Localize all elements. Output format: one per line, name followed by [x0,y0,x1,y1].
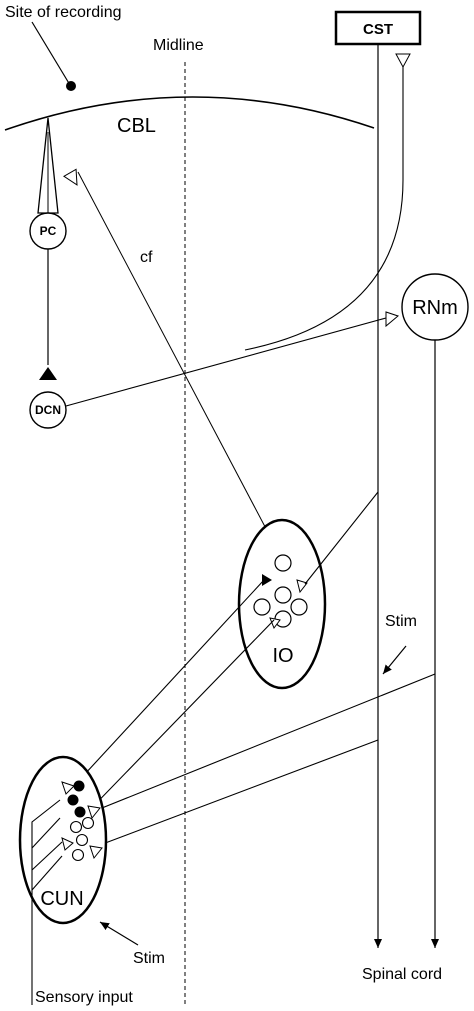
cun-neuron-open [75,833,89,847]
io-neuron [274,554,292,572]
climbing-fibre [77,171,273,541]
cun-rnm-terminal [87,805,101,820]
io-neuron [274,586,292,604]
cun-sensory-terminal [61,781,75,795]
cf-label: cf [140,249,153,266]
cst-terminal-triangle [395,53,411,69]
stim-label-io: Stim [385,613,417,630]
pc-inhibitory-terminal [39,367,57,380]
rnm-to-cun-branch [91,673,436,813]
cun-neuron-open [81,816,95,830]
dcn-label: DCN [35,403,61,417]
spinal-cord-label: Spinal cord [362,966,442,983]
recording-site-dot [66,81,76,91]
pc-label: PC [40,224,57,238]
cun-neuron-open [69,820,83,834]
site-of-recording-label: Site of recording [5,4,122,21]
sensory-input-fibre [31,855,63,891]
cun-sensory-terminal [61,837,74,851]
midline-label: Midline [153,37,204,54]
io-cst-terminal [296,579,308,594]
stim-arrow-cun [99,921,139,946]
rnm-label: RNm [412,297,458,319]
dcn-node [29,391,67,429]
cbl-label: CBL [117,115,156,137]
io-nucleus [237,518,327,690]
cst-label: CST [363,21,393,38]
cun-label: CUN [40,888,83,910]
dcn-to-rnm-fibre [65,317,387,407]
cun-to-io-fibre [79,619,275,821]
stim-arrow-io [382,645,407,675]
cun-cst-terminal [89,845,103,860]
cun-neuron-open [71,848,85,862]
cun-to-io-fibre [71,579,265,789]
cun-neuron-filled [74,806,86,818]
cst-to-io-branch [304,491,379,585]
cun-neuron-filled [73,780,85,792]
cun-neuron-filled [67,794,79,806]
io-excitatory-terminal [262,574,272,586]
sensory-input-fibre [31,799,61,1005]
sensory-input-label: Sensory input [35,989,133,1006]
io-cun-terminal [269,617,281,630]
sensory-input-fibre [31,841,63,871]
cst-to-cun-branch [91,739,379,849]
climbing-fibre-terminal [62,168,78,186]
recording-site-pointer [31,21,71,86]
io-label: IO [272,645,293,667]
cbl-descending-fibre [244,66,404,351]
io-neuron [253,598,271,616]
stim-label-cun: Stim [133,950,165,967]
cerebellum-arc [4,96,375,131]
sensory-input-fibre [31,817,61,849]
io-neuron [290,598,308,616]
rnm-input-terminal [385,311,400,328]
